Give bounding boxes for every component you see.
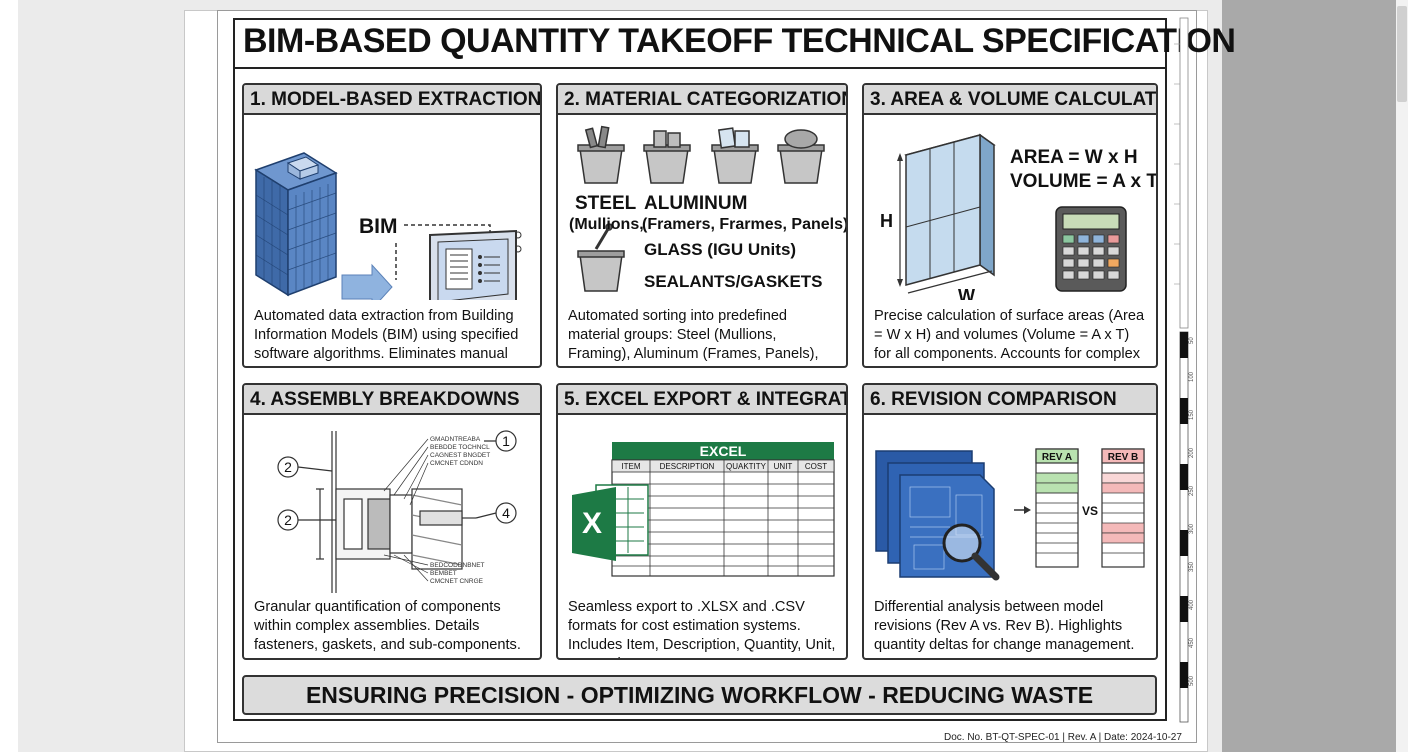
rev-a-label: REV A [1042,452,1072,463]
panel-heading: 6. REVISION COMPARISON [864,385,1156,415]
ruler-label: 100 [1189,371,1195,382]
viewer-left-edge [0,0,19,752]
column-item: ITEM [621,462,640,471]
ruler-label: 300 [1189,523,1195,534]
callout-4: 4 [502,505,510,521]
note-7: CMCNET CNRGE [430,578,484,585]
panel-description: Automated data extraction from Building … [254,308,519,366]
drawing-border [217,10,1197,743]
vs-label: VS [1082,504,1098,518]
excel-sheet-illustration: EXCEL ITEM DESCRIPTION QUAKTITY UNIT COS… [572,442,835,577]
scrollbar-thumb[interactable] [1397,6,1407,102]
ruler-label: 150 [1189,409,1195,420]
ruler-label: 350 [1189,561,1195,572]
panel-description: Seamless export to .XLSX and .CSV format… [568,599,836,658]
vertical-scrollbar[interactable] [1396,0,1408,752]
steel-label: STEEL [575,193,637,214]
note-6: BEMBET [430,570,457,577]
bim-extraction-illustration: BIM [254,152,522,300]
panel-revision-comparison: 6. REVISION COMPARISON REV A VS REV B Di… [862,383,1158,660]
glass-label: GLASS (IGU Units) [644,240,796,259]
page-title: BIM-BASED QUANTITY TAKEOFF TECHNICAL SPE… [243,22,1236,60]
note-4: CMCNET CDNDN [430,460,483,467]
column-unit: UNIT [774,462,793,471]
rev-b-label: REV B [1108,452,1139,463]
panel-description: Differential analysis between model revi… [874,599,1135,653]
panel-description: Automated sorting into predefined materi… [568,308,819,366]
panel-assembly-breakdowns: 4. ASSEMBLY BREAKDOWNS GMADNTREABA BEBDD… [242,383,542,660]
note-2: BEBDDE TOCHNCL [430,444,490,451]
revision-comparison-illustration: REV A VS REV B [875,448,1145,581]
excel-sheet-title: EXCEL [700,443,747,459]
column-quantity: QUAKTITY [726,462,767,471]
width-label: W [958,286,975,300]
assembly-section-drawing: GMADNTREABA BEBDDE TOCHNCL CAGNEST BNGDE… [277,430,517,593]
footer-banner: ENSURING PRECISION - OPTIMIZING WORKFLOW… [242,675,1157,715]
panel-heading: 1. MODEL-BASED EXTRACTION [244,85,540,115]
panel-material-categorization: 2. MATERIAL CATEGORIZATION STEEL ALUMINU… [556,83,848,368]
column-cost: COST [805,462,827,471]
aluminum-label: ALUMINUM [644,193,747,214]
ruler-label: 200 [1189,447,1195,458]
panel-description: Granular quantification of components wi… [254,599,521,653]
excel-logo-letter: X [582,507,602,540]
note-3: CAGNEST BNGDET [430,452,490,459]
area-volume-illustration: H W AREA = W x H VOLUME = A x T [880,133,1156,300]
aluminum-sublabel: (Framers, Frarmes, Panels) [642,216,846,233]
ruler-label: 400 [1189,599,1195,610]
panel-heading: 5. EXCEL EXPORT & INTEGRATION [558,385,846,415]
panel-heading: 3. AREA & VOLUME CALCULATIONS [864,85,1156,115]
panel-description: Precise calculation of surface areas (Ar… [874,308,1145,366]
ruler-label: 450 [1189,637,1195,648]
title-block-frame [233,18,1167,721]
callout-2a: 2 [284,459,292,475]
column-description: DESCRIPTION [660,462,715,471]
height-label: H [880,211,893,231]
panel-heading: 2. MATERIAL CATEGORIZATION [558,85,846,115]
panel-heading: 4. ASSEMBLY BREAKDOWNS [244,385,540,415]
volume-formula: VOLUME = A x T [1010,171,1156,192]
bim-label: BIM [359,215,398,238]
document-info: Doc. No. BT-QT-SPEC-01 | Rev. A | Date: … [944,732,1182,743]
panel-area-volume: 3. AREA & VOLUME CALCULATIONS H W AREA =… [862,83,1158,368]
viewer-side-area [1222,0,1396,752]
callout-1: 1 [502,433,510,449]
material-bins-illustration: STEEL ALUMINUM (Mullions, (Framers, Frar… [569,125,846,292]
panel-excel-export: 5. EXCEL EXPORT & INTEGRATION EXCEL ITEM… [556,383,848,660]
note-1: GMADNTREABA [430,436,481,443]
steel-sublabel: (Mullions, [569,216,644,233]
area-formula: AREA = W x H [1010,147,1138,168]
note-5: BEDCODDNBNET [430,562,485,569]
panel-model-extraction: 1. MODEL-BASED EXTRACTION BIM [242,83,542,368]
title-divider [234,67,1166,69]
ruler-label: 500 [1189,675,1195,686]
callout-2b: 2 [284,512,292,528]
ruler-label: 250 [1189,485,1195,496]
sealants-label: SEALANTS/GASKETS [644,272,823,291]
side-ruler: 50 100 150 200 250 300 350 400 450 500 [1174,17,1195,723]
ruler-label: 50 [1189,337,1195,344]
